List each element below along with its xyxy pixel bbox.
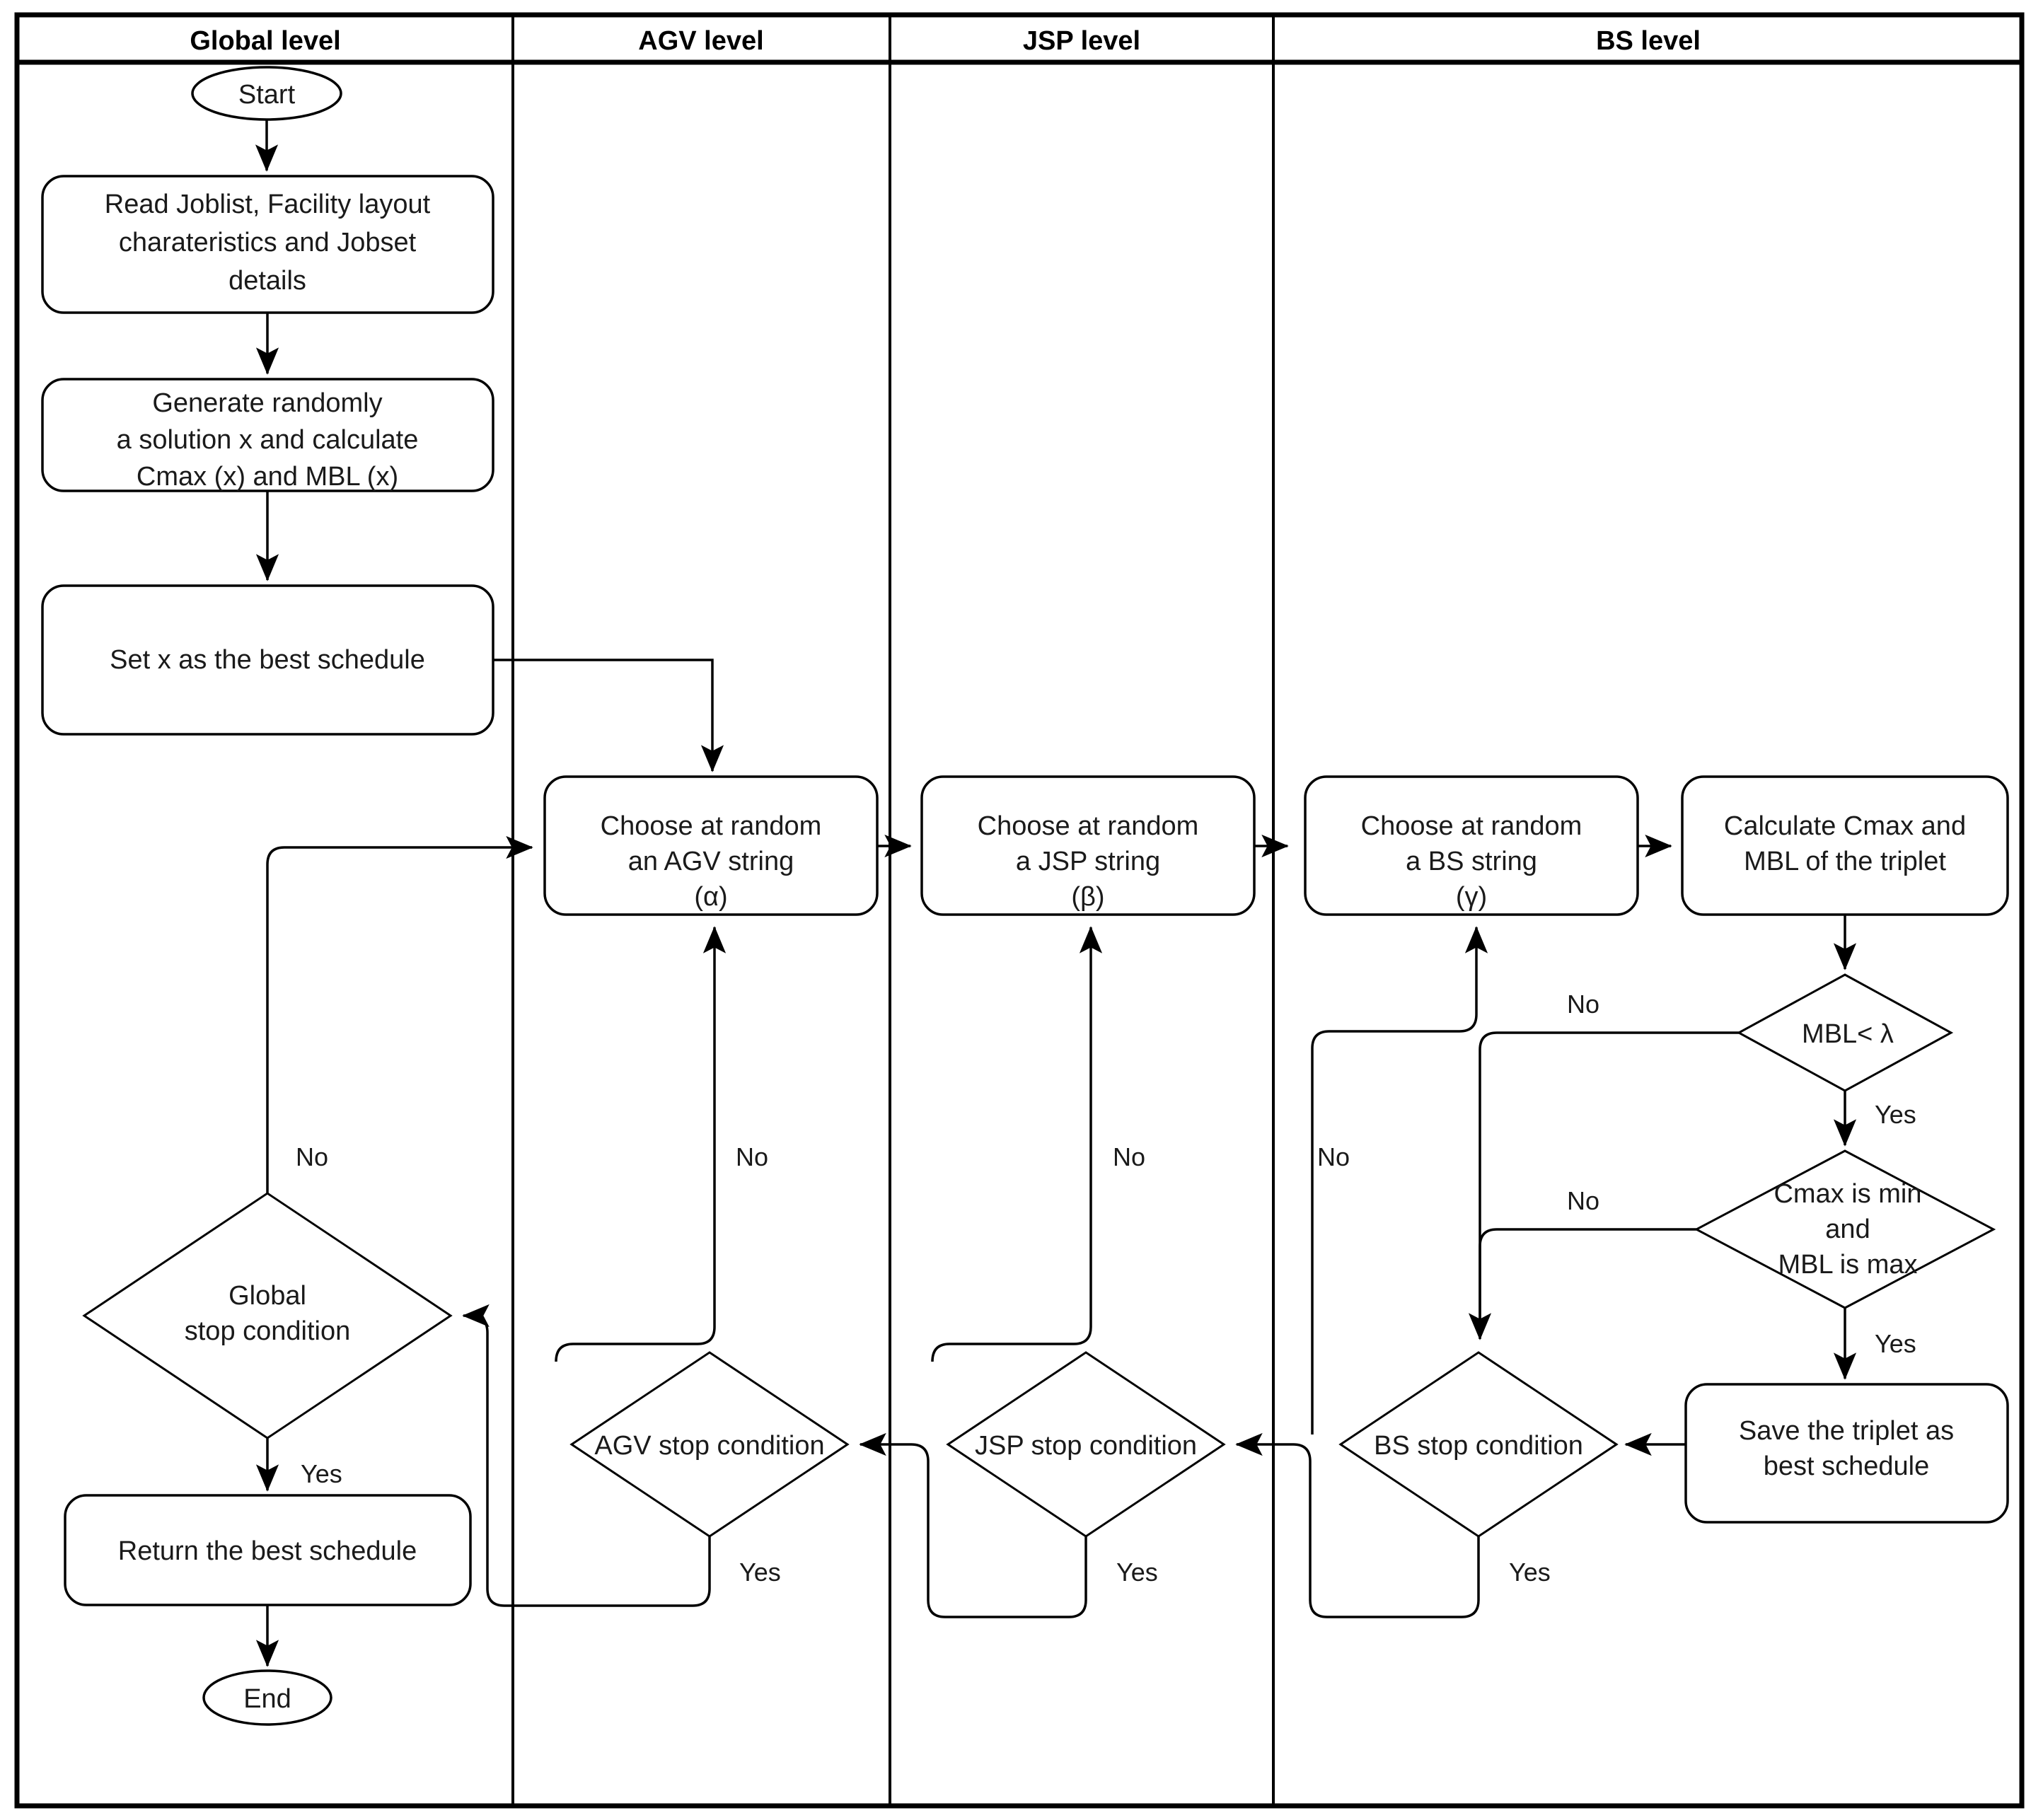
node-mbl-threshold-decision[interactable]: MBL< λ	[1736, 973, 1954, 1092]
edge-label-cmax-yes: Yes	[1875, 1329, 1916, 1358]
node-globalstop-line-1: stop condition	[185, 1316, 351, 1346]
node-bs-choose[interactable]: Choose at random a BS string (γ)	[1304, 775, 1639, 916]
edge-bsstop-no-to-bschoose	[1311, 926, 1488, 1434]
lane-title-global: Global level	[190, 26, 340, 56]
lane-title-jsp: JSP level	[1023, 26, 1140, 56]
node-agvstop-label: AGV stop condition	[594, 1431, 824, 1461]
edge-label-jsp-yes: Yes	[1116, 1558, 1158, 1587]
node-agvchoose-line-2: (α)	[694, 882, 727, 912]
node-calc-line-0: Calculate Cmax and	[1724, 811, 1966, 841]
node-bschoose-line-2: (γ)	[1456, 882, 1487, 912]
edge-setbest-to-agvchoose	[493, 659, 724, 772]
node-generate-line-1: a solution x and calculate	[117, 425, 419, 455]
node-bschoose-line-0: Choose at random	[1361, 811, 1582, 841]
node-return-best-schedule[interactable]: Return the best schedule	[64, 1494, 472, 1606]
edge-jspstop-yes-to-agvstop	[859, 1432, 1087, 1618]
node-bsstop-label: BS stop condition	[1374, 1431, 1583, 1461]
node-save-triplet[interactable]: Save the triplet as best schedule	[1684, 1383, 2009, 1524]
edge-label-jsp-no: No	[1113, 1142, 1145, 1171]
node-cmax-min-mbl-max-decision[interactable]: Cmax is min and MBL is max	[1694, 1149, 1996, 1309]
node-generate-line-2: Cmax (x) and MBL (x)	[137, 462, 398, 492]
edge-label-mbl-yes: Yes	[1875, 1100, 1916, 1129]
edge-bsstop-yes-to-jspstop	[1235, 1432, 1480, 1618]
node-cmaxmin-line-0: Cmax is min	[1773, 1179, 1921, 1209]
node-jsp-choose[interactable]: Choose at random a JSP string (β)	[920, 775, 1256, 916]
node-mbl-label: MBL< λ	[1802, 1019, 1894, 1049]
edge-label-global-yes: Yes	[301, 1459, 342, 1488]
lane-title-bs: BS level	[1596, 26, 1701, 56]
node-agvchoose-line-1: an AGV string	[628, 847, 794, 876]
node-read-joblist[interactable]: Read Joblist, Facility layout charateris…	[41, 175, 494, 314]
node-returnbest-label: Return the best schedule	[118, 1536, 417, 1566]
node-jsp-stop-condition[interactable]: JSP stop condition	[946, 1351, 1226, 1538]
lane-title-agv: AGV level	[638, 26, 763, 56]
node-end[interactable]: End	[202, 1669, 332, 1726]
node-calculate-cmax-mbl[interactable]: Calculate Cmax and MBL of the triplet	[1681, 775, 2009, 916]
node-start-label: Start	[238, 80, 296, 110]
node-bschoose-line-1: a BS string	[1406, 847, 1537, 876]
node-jspstop-label: JSP stop condition	[975, 1431, 1197, 1461]
edge-agvstop-no-to-agvchoose	[555, 926, 727, 1362]
node-read-line-2: details	[228, 266, 306, 296]
node-global-stop-condition[interactable]: Global stop condition	[82, 1192, 453, 1439]
edge-jspstop-no-to-jspchoose	[931, 926, 1103, 1362]
edge-label-global-no: No	[296, 1142, 328, 1171]
edge-label-mbl-no: No	[1567, 990, 1599, 1019]
node-globalstop-line-0: Global	[228, 1281, 306, 1311]
node-cmaxmin-line-1: and	[1825, 1215, 1870, 1244]
node-bs-stop-condition[interactable]: BS stop condition	[1338, 1351, 1619, 1538]
node-end-label: End	[243, 1684, 291, 1714]
node-cmaxmin-line-2: MBL is max	[1778, 1250, 1917, 1280]
edge-mbl-no-to-bsstop	[1468, 1031, 1739, 1340]
node-start[interactable]: Start	[191, 66, 342, 121]
node-calc-line-1: MBL of the triplet	[1744, 847, 1946, 876]
node-jspchoose-line-1: a JSP string	[1016, 847, 1160, 876]
node-read-line-0: Read Joblist, Facility layout	[105, 190, 431, 219]
edge-label-bs-yes: Yes	[1509, 1558, 1551, 1587]
node-setbest-label: Set x as the best schedule	[110, 645, 425, 675]
edge-label-bs-no: No	[1317, 1142, 1350, 1171]
edge-label-agv-no: No	[736, 1142, 768, 1171]
node-agv-stop-condition[interactable]: AGV stop condition	[569, 1351, 850, 1538]
node-generate-solution[interactable]: Generate randomly a solution x and calcu…	[41, 378, 494, 492]
node-savebest-line-0: Save the triplet as	[1739, 1416, 1954, 1446]
node-jspchoose-line-2: (β)	[1071, 882, 1104, 912]
node-jspchoose-line-0: Choose at random	[978, 811, 1199, 841]
node-set-best-schedule[interactable]: Set x as the best schedule	[41, 584, 494, 736]
node-agv-choose[interactable]: Choose at random an AGV string (α)	[543, 775, 879, 916]
edge-label-agv-yes: Yes	[739, 1558, 781, 1587]
edge-globalstop-no-to-agvchoose	[266, 835, 533, 1193]
node-read-line-1: charateristics and Jobset	[119, 228, 417, 257]
node-savebest-line-1: best schedule	[1764, 1451, 1930, 1481]
edge-agvstop-yes-to-globalstop	[462, 1304, 711, 1607]
diagram-frame	[14, 12, 2025, 1809]
node-generate-line-0: Generate randomly	[152, 388, 382, 418]
node-agvchoose-line-0: Choose at random	[601, 811, 822, 841]
edge-cmax-no-to-bsstop	[1479, 1228, 1696, 1330]
edge-label-cmax-no: No	[1567, 1186, 1599, 1215]
